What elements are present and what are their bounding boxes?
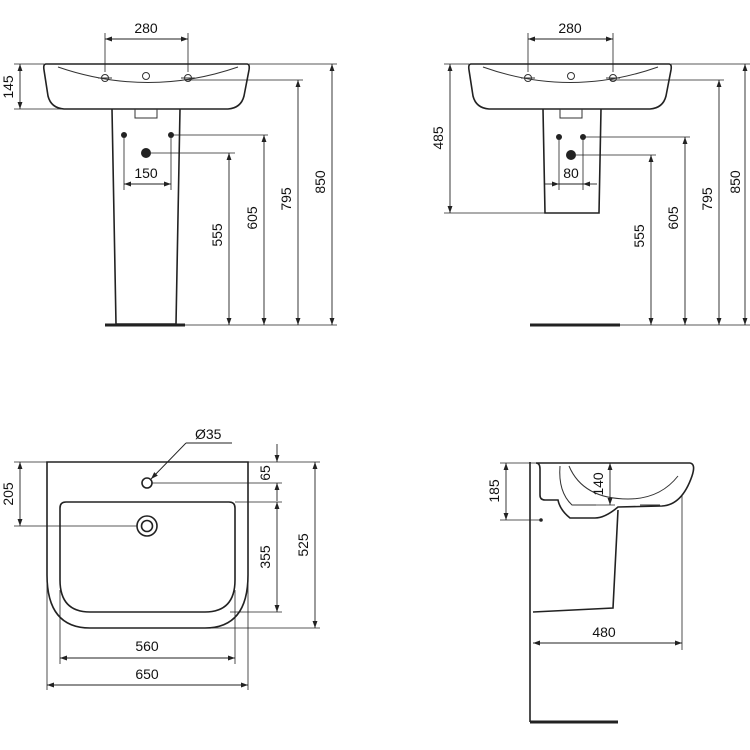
tap-hole-center-icon-2 — [567, 72, 575, 80]
waste-outlet-icon-2 — [566, 150, 576, 160]
dim-waste-offset: 205 — [0, 482, 16, 506]
dim-projection: 480 — [592, 624, 616, 640]
tap-hole-right-icon-2 — [606, 74, 620, 82]
dim-waste-height-2: 555 — [631, 224, 647, 248]
waste-outlet-icon — [141, 148, 151, 158]
dim-tap-spacing: 280 — [134, 20, 158, 36]
tap-hole-left-icon — [98, 74, 112, 82]
bowl-plan-outline — [59, 501, 236, 613]
fixing-hole-left-icon-2 — [556, 134, 562, 140]
front-semi-pedestal-view: 280 485 80 555 605 795 850 — [430, 20, 750, 327]
dim-hole-spacing-2: 80 — [563, 165, 579, 181]
dim-tap-hole-diameter: Ø35 — [195, 426, 222, 442]
dim-overall-width: 650 — [135, 666, 159, 682]
dim-bowl-width: 560 — [135, 638, 159, 654]
dim-tap-spacing-2: 280 — [558, 20, 582, 36]
basin-side-outline — [535, 462, 695, 519]
tap-hole-center-icon — [142, 72, 150, 80]
dim-overall-depth: 525 — [295, 533, 311, 557]
tap-hole-left-icon-2 — [521, 74, 535, 82]
dim-hole-spacing: 150 — [134, 165, 158, 181]
front-pedestal-view: 280 145 150 555 605 795 850 — [0, 20, 337, 327]
dim-tap-offset: 65 — [257, 465, 273, 481]
plan-view: Ø35 205 65 355 525 560 650 — [0, 426, 320, 690]
basin-front-outline — [42, 63, 251, 110]
semi-pedestal-outline — [542, 108, 602, 214]
dim-bowl-depth: 355 — [257, 545, 273, 569]
dim-rim-height: 795 — [278, 187, 294, 211]
fixing-hole-left-icon — [121, 132, 127, 138]
pedestal-outline — [111, 108, 181, 325]
dim-fixing-height-2: 605 — [665, 206, 681, 230]
waste-plan-icon — [136, 515, 158, 537]
dim-rim-height-2: 795 — [699, 187, 715, 211]
tap-hole-plan-icon — [141, 477, 153, 489]
basin-front-outline-2 — [467, 63, 673, 110]
dim-waste-height: 555 — [209, 223, 225, 247]
dim-basin-height: 145 — [0, 75, 16, 99]
basin-plan-outline — [46, 461, 249, 629]
dim-overall-height-2: 850 — [727, 170, 743, 194]
dim-fixing-height: 605 — [244, 206, 260, 230]
dim-semi-pedestal-height: 485 — [430, 126, 446, 150]
dim-bowl-depth-side: 140 — [590, 472, 606, 496]
dim-basin-height-side: 185 — [486, 479, 502, 503]
side-view: 185 140 480 — [486, 462, 695, 724]
dim-overall-height: 850 — [312, 170, 328, 194]
semi-pedestal-side-outline — [532, 509, 619, 613]
tap-hole-right-icon — [181, 74, 195, 82]
